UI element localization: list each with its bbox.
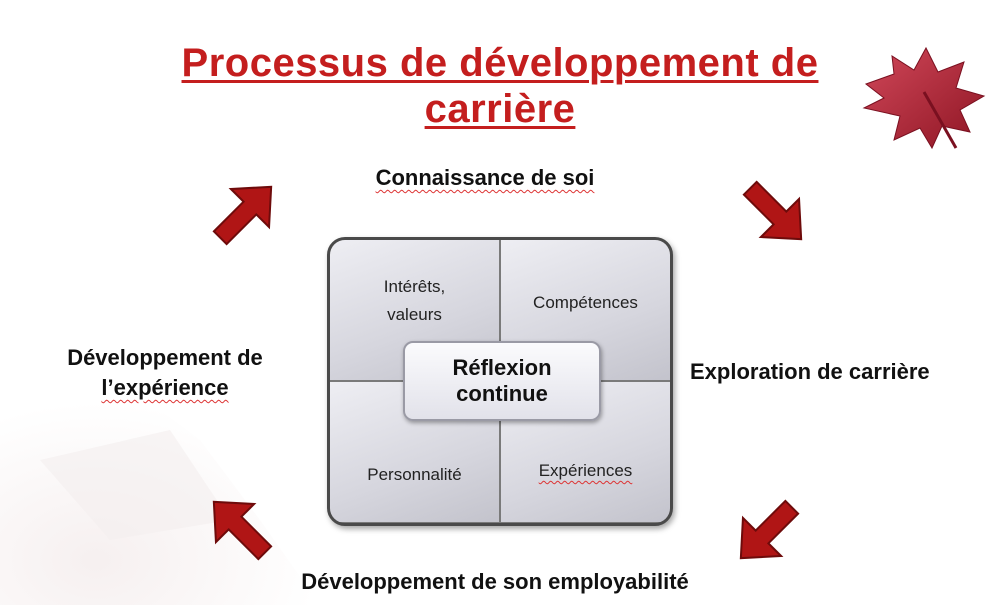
stage-label-developpement-employabilite: Développement de son employabilité	[301, 569, 689, 594]
cell-interets-line-1: Intérêts,	[383, 277, 446, 296]
cell-competences-label: Compétences	[533, 292, 638, 312]
page-title: Processus de développement de carrière	[130, 40, 870, 132]
arrow-down-left-icon	[739, 499, 800, 560]
stage-left-line-1: Développement de	[67, 345, 263, 370]
cell-interets-line-2: valeurs	[387, 305, 442, 324]
center-line-2: continue	[456, 381, 548, 406]
title-line-2: carrière	[424, 87, 576, 131]
cell-personnalite-label: Personnalité	[367, 465, 462, 484]
center-line-1: Réflexion	[452, 355, 552, 380]
arrow-down-right-icon	[742, 180, 803, 241]
maple-leaf-icon	[862, 46, 986, 150]
stage-label-connaissance-de-soi: Connaissance de soi	[375, 165, 595, 190]
center-reflexion-continue: Réflexion continue	[403, 341, 601, 421]
stage-label-exploration-de-carriere: Exploration de carrière	[690, 359, 930, 384]
stage-left-line-2: l’expérience	[101, 375, 229, 400]
title-line-1: Processus de développement de	[181, 41, 819, 85]
stage-label-developpement-experience: Développement de l’expérience	[20, 343, 310, 403]
arrow-up-right-icon	[212, 185, 273, 246]
cell-experiences-label: Expériences	[538, 461, 633, 480]
arrow-up-left-icon	[212, 500, 273, 561]
